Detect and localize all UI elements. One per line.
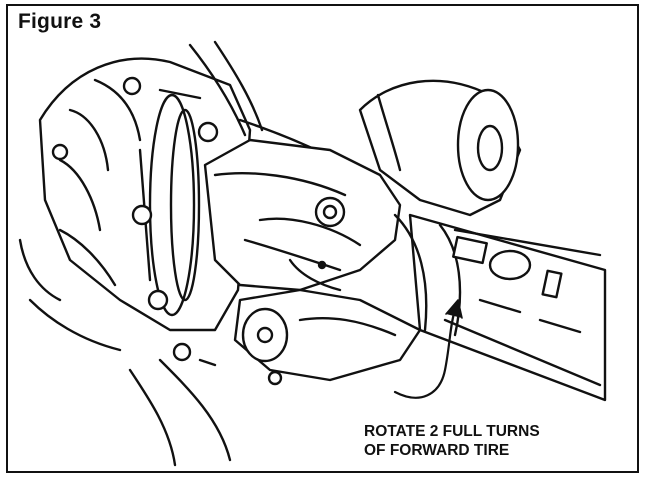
callout-line-2: OF FORWARD TIRE [364,442,510,459]
yoke-bolt-icon [267,370,283,386]
universal-joint [203,138,402,292]
flange-bolt-icon [51,143,69,161]
differential-housing [18,57,252,352]
frame-rails [128,358,232,467]
callout-label: ROTATE 2 FULL TURNS OF FORWARD TIRE [364,422,540,460]
rotation-arrow-icon [393,299,463,399]
pinion-flange [51,76,219,362]
drive-shaft [393,213,607,402]
transfer-case [358,79,522,217]
yoke-bolt-icon [256,326,274,344]
flange-bolt-icon [131,204,153,226]
flange-bolt-icon [172,342,192,362]
flange-bolt-icon [147,289,169,311]
slip-yoke [233,288,422,386]
figure-title: Figure 3 [18,10,102,33]
flange-bolt-icon [197,121,219,143]
flange-bolt-icon [122,76,142,96]
callout-line-1: ROTATE 2 FULL TURNS [364,423,540,440]
bearing-cap-bolt-icon [322,204,338,220]
